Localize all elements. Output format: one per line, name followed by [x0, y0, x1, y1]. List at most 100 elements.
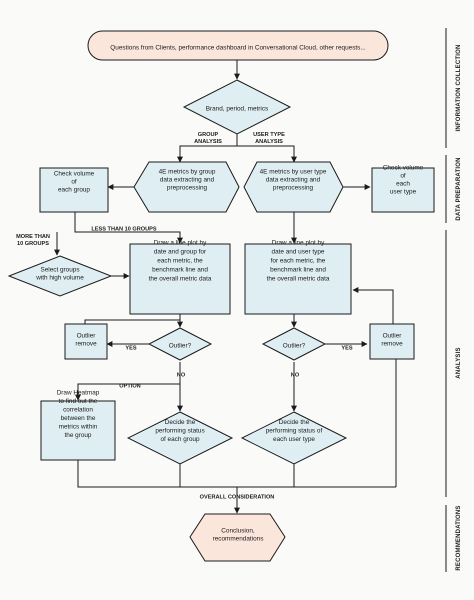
metrics-group-node-line: 4E metrics by group	[159, 169, 216, 176]
plot-group-node-line: date and group for	[154, 249, 207, 256]
check-group-node-line: each group	[58, 187, 90, 194]
label-overall-line: OVERALL CONSIDERATION	[200, 494, 275, 500]
remove-left-node-line: remove	[75, 341, 97, 348]
plot-user-node[interactable]: Draw a line plot by date and user type for…	[267, 240, 330, 283]
decide-user-node-line: performing status of	[266, 428, 323, 435]
section-analysis-label: ANALYSIS	[456, 347, 462, 378]
metrics-group-node-line: data extracting and	[160, 177, 215, 184]
check-group-node-line: Check volume	[54, 171, 95, 178]
section-info-label: INFORMATION COLLECTION	[456, 45, 462, 132]
heatmap-node-line: the group	[64, 432, 91, 439]
decide-user-diamond	[240, 411, 348, 465]
plot-user-node-line: Draw a line plot by	[272, 240, 325, 247]
outlier-left-node[interactable]: Outlier?	[169, 343, 192, 350]
decide-user-node-line: each user type	[273, 436, 315, 443]
check-user-node-line: of	[400, 173, 406, 180]
heatmap-node-line: between the	[61, 415, 96, 422]
outlier-right-node-line: Outlier?	[283, 343, 306, 350]
section-recs-label: RECOMMENDATIONS	[456, 505, 462, 570]
conclusion-hexagon	[189, 513, 286, 562]
edge-brand-group	[177, 134, 238, 163]
edge-check-plot	[74, 212, 183, 244]
edge-merge	[77, 460, 396, 488]
plot-user-node-line: for each metric, the	[271, 258, 326, 265]
check-user-node-line: each	[396, 181, 410, 188]
label-no-right: NO	[291, 372, 300, 378]
metrics-group-hexagon	[133, 161, 240, 213]
metrics-user-node-line: 4E metrics by user type	[260, 169, 327, 176]
edge-remove-left-back	[84, 319, 180, 324]
shapes	[7, 30, 435, 562]
heatmap-box	[40, 400, 116, 461]
decide-group-node-line: Decide the	[165, 419, 196, 426]
brand-node[interactable]: Brand, period, metrics	[206, 106, 269, 113]
label-less-than-line: LESS THAN 10 GROUPS	[91, 226, 157, 232]
plot-user-node-line: benchmark line and	[270, 267, 326, 274]
brand-node-line: Brand, period, metrics	[206, 106, 269, 113]
start-node-line: Questions from Clients, performance dash…	[110, 45, 366, 52]
label-yes-right-line: YES	[341, 345, 352, 351]
remove-left-node-line: Outlier	[77, 333, 97, 340]
heatmap-node-line: metrics within	[59, 423, 98, 430]
label-option: OPTION	[119, 383, 140, 389]
decide-user-node-line: Decide the	[279, 419, 310, 426]
check-user-box	[371, 167, 435, 213]
start-node[interactable]: Questions from Clients, performance dash…	[110, 45, 366, 52]
metrics-group-node-line: preprocessing	[167, 185, 208, 192]
check-group-box	[39, 167, 109, 213]
check-group-node-line: of	[71, 179, 77, 186]
decide-group-node-line: performing status	[155, 428, 204, 435]
edge-remove-right-back	[352, 287, 394, 324]
label-overall: OVERALL CONSIDERATION	[200, 494, 275, 500]
brand-diamond	[182, 79, 292, 135]
label-no-left: NO	[177, 372, 186, 378]
conclusion-node[interactable]: Conclusion,recommendations	[213, 528, 264, 543]
remove-right-node-line: Outlier	[383, 333, 403, 340]
plot-user-node-line: date and user type	[272, 249, 325, 256]
outlier-left-node-line: Outlier?	[169, 343, 192, 350]
edge-option-heatmap	[75, 383, 180, 401]
outlier-left-diamond	[147, 327, 213, 361]
conclusion-node-line: recommendations	[213, 536, 264, 543]
label-yes-left-line: YES	[125, 345, 136, 351]
connectors	[54, 60, 397, 514]
label-yes-right: YES	[341, 345, 352, 351]
check-user-node-line: user type	[390, 189, 417, 196]
label-no-left-line: NO	[177, 372, 186, 378]
decide-group-node-line: of each group	[160, 436, 200, 443]
heatmap-node-line: to find out the	[59, 398, 98, 405]
section-prep-label: DATA PREPARATION	[456, 157, 462, 220]
edge-brand-user	[237, 145, 297, 163]
plot-group-node-line: Draw a line plot by	[154, 240, 207, 247]
plot-group-box	[129, 243, 231, 315]
plot-user-box	[244, 243, 352, 315]
label-more-than-line: 10 GROUPS	[17, 241, 49, 247]
metrics-user-node-line: data extracting and	[266, 177, 321, 184]
remove-right-node-line: remove	[381, 341, 403, 348]
metrics-user-node-line: preprocessing	[273, 185, 314, 192]
heatmap-node-line: Draw Heatmap	[57, 389, 100, 396]
outlier-right-node[interactable]: Outlier?	[283, 343, 306, 350]
heatmap-node-line: correlation	[63, 406, 93, 413]
plot-user-node-line: the overall metric data	[267, 276, 330, 283]
outlier-right-diamond	[261, 327, 327, 361]
label-option-line: OPTION	[119, 383, 140, 389]
select-groups-node-line: with high volume	[35, 275, 84, 282]
label-no-right-line: NO	[291, 372, 300, 378]
